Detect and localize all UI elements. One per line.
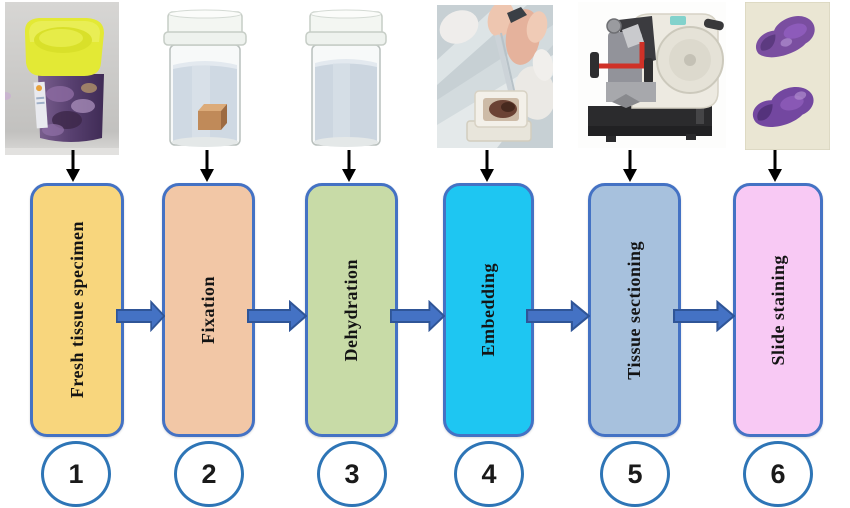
step-box-fresh-tissue-specimen: Fresh tissue specimen <box>30 183 124 437</box>
step-label: Embedding <box>478 263 498 357</box>
down-arrow-icon <box>66 150 80 182</box>
down-arrow-icon <box>480 150 494 182</box>
embedding-station-photo <box>437 5 553 148</box>
step-box-fixation: Fixation <box>162 183 255 437</box>
flow-arrow-icon <box>673 300 735 332</box>
step-number-circle: 2 <box>174 441 244 507</box>
step-number-circle: 6 <box>743 441 813 507</box>
step-box-dehydration: Dehydration <box>305 183 398 437</box>
step-number: 2 <box>201 458 217 489</box>
step-label: Fresh tissue specimen <box>66 221 87 399</box>
down-arrow-icon <box>623 150 637 182</box>
step-number: 3 <box>344 458 360 489</box>
step-number: 6 <box>770 458 786 489</box>
step-label: Slide staining <box>767 254 788 366</box>
specimen-jar-photo <box>5 2 119 155</box>
flow-arrow-icon <box>116 300 165 332</box>
fixation-jar-photo <box>148 5 262 152</box>
step-box-embedding: Embedding <box>443 183 534 437</box>
step-number-circle: 1 <box>41 441 111 507</box>
stained-tissue-sections-photo <box>745 2 830 150</box>
step-label: Fixation <box>198 275 218 344</box>
down-arrow-icon <box>342 150 356 182</box>
step-number: 5 <box>627 458 643 489</box>
step-number-circle: 4 <box>454 441 524 507</box>
step-number: 1 <box>68 458 84 489</box>
step-number-circle: 3 <box>317 441 387 507</box>
step-box-tissue-sectioning: Tissue sectioning <box>588 183 681 437</box>
flow-arrow-icon <box>247 300 307 332</box>
step-label: Tissue sectioning <box>624 240 644 380</box>
step-label: Dehydration <box>341 258 361 362</box>
flow-arrow-icon <box>390 300 445 332</box>
step-number: 4 <box>481 458 497 489</box>
dehydration-jar-photo <box>293 5 400 152</box>
flow-arrow-icon <box>526 300 590 332</box>
down-arrow-icon <box>200 150 214 182</box>
down-arrow-icon <box>768 150 782 182</box>
step-box-slide-staining: Slide staining <box>733 183 823 437</box>
microtome-photo <box>578 2 726 148</box>
step-number-circle: 5 <box>600 441 670 507</box>
